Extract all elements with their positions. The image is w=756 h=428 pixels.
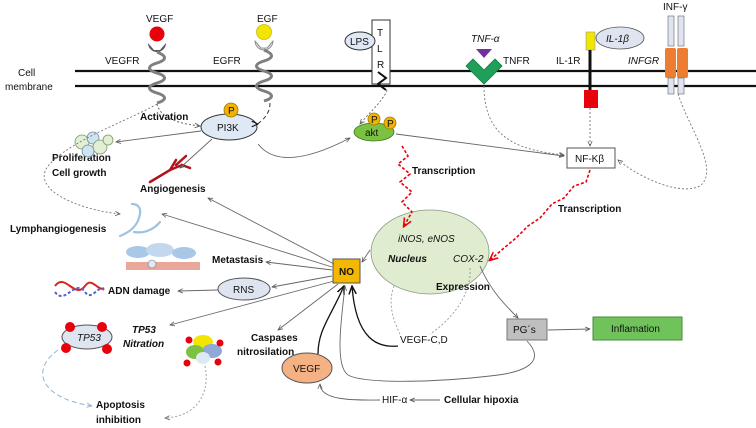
inhibition-label: inhibition [96,415,141,426]
no-box [332,258,361,284]
rns-label: RNS [233,285,254,296]
pathway-arrows [42,85,708,418]
vegf-bottom-ellipse [281,352,333,384]
tnfr-shape [465,58,503,85]
cell-cluster-icon [74,131,114,158]
nfkb-box [566,147,616,169]
transcription-label-2: Transcription [558,204,621,215]
pgs-box [506,318,548,341]
cox2-label: COX-2 [453,254,484,265]
il1r-label: IL-1R [556,56,580,67]
pi3k-label: PI3K [217,123,239,134]
vegf-cd-label: VEGF-C,D [400,335,448,346]
adn-damage-label: ADN damage [108,286,171,297]
lps-label: LPS [350,37,369,48]
proliferation-label: Proliferation [52,153,111,164]
cell-membrane [75,69,756,88]
activation-label: Activation [140,112,188,123]
egfr-label: EGFR [213,56,241,67]
tlr-letter-t: T [377,28,383,39]
tlr-letter-r: R [377,60,384,71]
egf-receptor [254,24,274,103]
tlr-receptor [371,19,391,91]
nfkb-label: NF-Kβ [575,154,604,165]
akt-label: akt [365,128,379,139]
vegf-ligand-icon [149,26,165,42]
membrane-label-line1: Cell [18,68,35,79]
rns-ellipse [217,277,271,301]
tnf-alpha-label: TNF-α [471,34,500,45]
angiogenesis-label: Angiogenesis [140,184,206,195]
akt-phosphate-icon-1 [367,112,381,126]
akt-phosphate-icon-2 [383,116,397,130]
tp53-protein-label: TP53 [77,333,101,344]
inflamation-label: Inflamation [611,324,660,335]
akt-phosphate-label-1: P [371,115,378,126]
infgr-label: INFGR [628,56,659,67]
inf-gamma-label: INF-γ [663,2,687,13]
hif-label: HIF-α [382,395,407,406]
tp53-protein-icon [61,322,113,354]
expression-label: Expression [436,282,490,293]
inflamation-box [592,316,683,341]
il1r-receptor [584,31,598,108]
il1b-label: IL-1β [606,34,629,45]
vegf-bottom-label: VEGF [293,364,320,375]
transcription-label-1: Transcription [412,166,475,177]
metastasis-label: Metastasis [212,255,264,266]
pgs-label: PG´s [513,324,536,336]
blood-vessel-icon [148,154,192,184]
apoptosis-label: Apoptosis [96,400,145,411]
lymphangiogenesis-label: Lymphangiogenesis [10,224,107,235]
lps-ellipse [344,31,376,51]
no-label: NO [339,267,354,278]
il1b-ellipse [595,26,645,50]
tlr-letter-l: L [377,44,383,55]
akt-phosphate-label-2: P [387,119,394,130]
tnfr-label: TNFR [503,56,530,67]
vegfr-label: VEGFR [105,56,139,67]
infgr-receptor [665,15,688,95]
dna-helix-icon [54,280,105,298]
tp53-nitration-label-2: Nitration [123,339,164,350]
cell-growth-label: Cell growth [52,168,106,179]
lymph-vessel-icon [118,202,162,238]
pi3k-phosphate-label: P [228,106,235,117]
pi3k-phosphate-icon [223,102,239,118]
nucleus-label: Nucleus [388,254,427,265]
egf-ligand-label: EGF [257,14,278,25]
tp53-nitration-label-1: TP53 [132,325,156,336]
caspases-label: Caspases [251,333,298,344]
nitrosilation-label: nitrosilation [237,347,294,358]
caspases-icon [183,335,224,367]
metastasis-tissue-icon [126,243,200,270]
hipoxia-label: Cellular hipoxia [444,395,519,406]
membrane-label-line2: membrane [5,82,53,93]
tnf-triangle-icon [476,49,492,58]
egf-ligand-icon [256,24,272,40]
vegf-receptor [148,26,166,105]
inos-label: iNOS, eNOS [398,234,455,245]
vegf-ligand-label: VEGF [146,14,173,25]
